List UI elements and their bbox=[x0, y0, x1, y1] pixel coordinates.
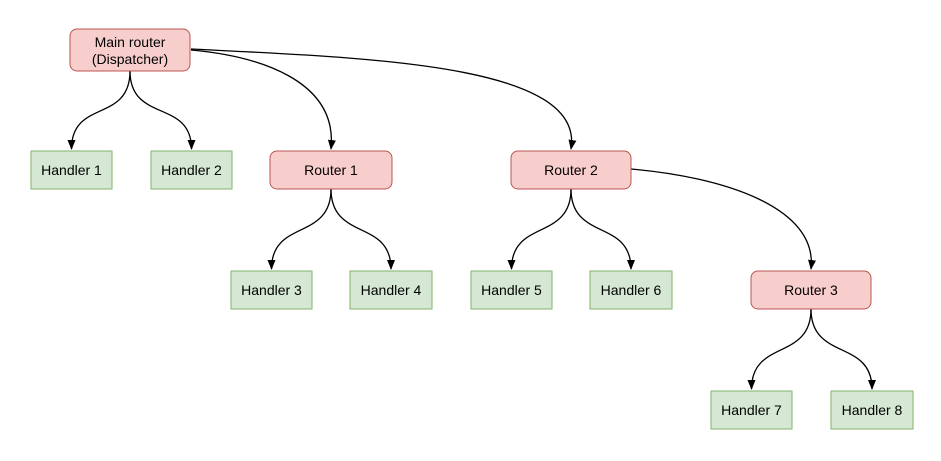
edge-router-3-to-handler-7 bbox=[747, 308, 812, 390]
node-router-2-box bbox=[510, 150, 632, 190]
node-handler-7-label: Handler 7 bbox=[721, 402, 782, 418]
node-handler-6-box bbox=[589, 270, 673, 310]
node-handler-3-box bbox=[230, 270, 313, 310]
edge-main-router-to-router-2 bbox=[190, 48, 577, 150]
node-router-3-label: Router 3 bbox=[784, 282, 838, 298]
edge-router-1-to-handler-4 bbox=[330, 188, 395, 270]
edge-router-2-to-router-3 bbox=[630, 168, 816, 270]
edge-main-router-to-handler-1 bbox=[67, 70, 131, 150]
edge-main-router-to-handler-2 bbox=[129, 70, 196, 150]
node-handler-2-label: Handler 2 bbox=[161, 162, 222, 178]
node-handler-5-label: Handler 5 bbox=[481, 282, 542, 298]
node-handler-7: Handler 7 bbox=[710, 390, 793, 430]
node-router-3-box bbox=[750, 270, 872, 310]
node-router-2-label: Router 2 bbox=[544, 162, 598, 178]
edge-layer bbox=[67, 48, 876, 390]
node-router-2: Router 2 bbox=[510, 150, 632, 190]
node-handler-2: Handler 2 bbox=[150, 150, 233, 190]
node-main-router-box bbox=[69, 28, 191, 72]
node-handler-5: Handler 5 bbox=[470, 270, 553, 310]
node-handler-2-box bbox=[150, 150, 233, 190]
node-handler-1-box bbox=[30, 150, 113, 190]
node-handler-1: Handler 1 bbox=[30, 150, 113, 190]
edge-router-1-to-handler-3 bbox=[267, 188, 332, 270]
node-handler-6: Handler 6 bbox=[589, 270, 673, 310]
node-handler-4: Handler 4 bbox=[349, 270, 433, 310]
node-handler-6-label: Handler 6 bbox=[601, 282, 662, 298]
node-handler-8-box bbox=[830, 390, 914, 430]
node-handler-7-box bbox=[710, 390, 793, 430]
edge-main-router-to-router-1 bbox=[190, 49, 336, 150]
node-handler-4-label: Handler 4 bbox=[361, 282, 422, 298]
edge-router-2-to-handler-6 bbox=[570, 188, 635, 270]
node-router-3: Router 3 bbox=[750, 270, 872, 310]
node-handler-3-label: Handler 3 bbox=[241, 282, 302, 298]
node-router-1-label: Router 1 bbox=[304, 162, 358, 178]
edge-router-3-to-handler-8 bbox=[810, 308, 876, 390]
node-handler-4-box bbox=[349, 270, 433, 310]
node-main-router-label-line1: Main router bbox=[95, 34, 166, 50]
node-main-router: Main router (Dispatcher) bbox=[69, 28, 191, 72]
node-main-router-label-line2: (Dispatcher) bbox=[92, 51, 168, 67]
node-handler-1-label: Handler 1 bbox=[41, 162, 102, 178]
node-handler-5-box bbox=[470, 270, 553, 310]
node-router-1-box bbox=[269, 150, 393, 190]
node-router-1: Router 1 bbox=[269, 150, 393, 190]
node-handler-8-label: Handler 8 bbox=[842, 402, 903, 418]
node-handler-3: Handler 3 bbox=[230, 270, 313, 310]
node-handler-8: Handler 8 bbox=[830, 390, 914, 430]
edge-router-2-to-handler-5 bbox=[507, 188, 572, 270]
